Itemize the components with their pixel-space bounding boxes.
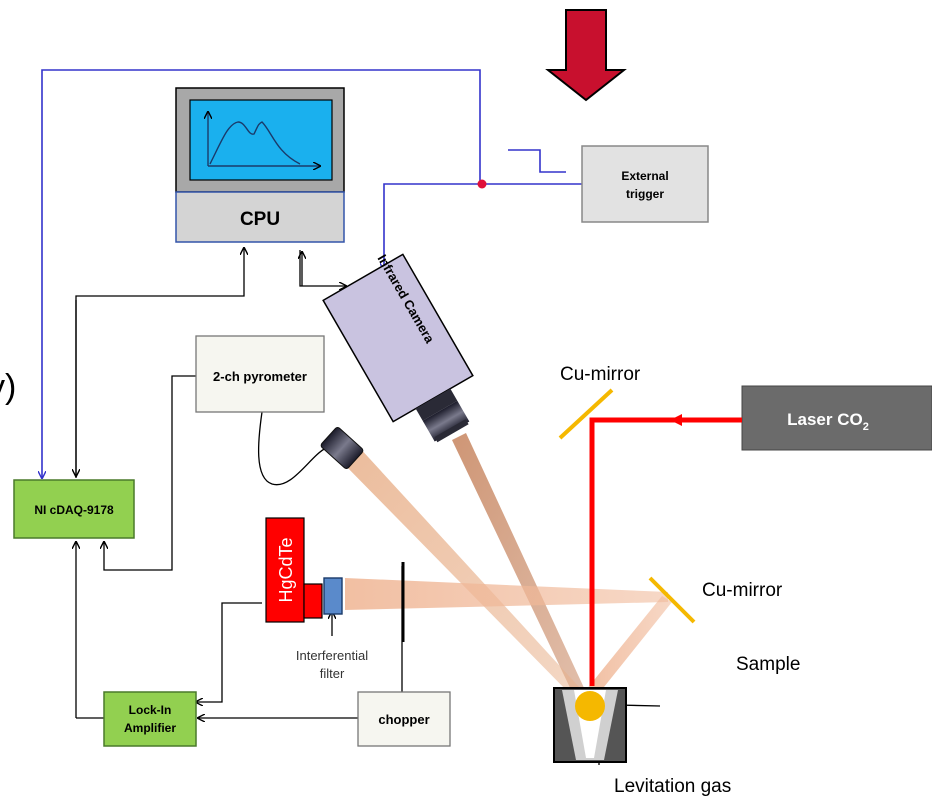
mirror-to-sample-beam <box>586 596 672 692</box>
incoming-arrow-icon <box>545 9 627 102</box>
external-trigger-box: External trigger <box>581 145 709 223</box>
cpu-label: CPU <box>240 209 280 230</box>
sample-label: Sample <box>736 654 800 675</box>
sample-sphere <box>575 691 605 721</box>
monitor-screen <box>189 99 333 181</box>
cu-mirror-top <box>558 388 614 440</box>
laser-beam <box>589 414 742 686</box>
external-trigger-label: External <box>621 169 668 183</box>
cu-mirror-right-label: Cu-mirror <box>702 580 783 601</box>
screen-plot-icon <box>208 112 320 166</box>
chopper-label: chopper <box>378 712 429 727</box>
filter-label-line1: Interferential <box>296 648 368 663</box>
daq-label: NI cDAQ-9178 <box>34 503 114 517</box>
laser-co2-box: Laser CO2 <box>741 385 932 451</box>
camera-view-cone <box>452 433 585 694</box>
levitator-nozzle <box>553 687 627 763</box>
lockin-amplifier-box: Lock-In Amplifier <box>103 691 197 747</box>
hgcdte-beam <box>345 578 668 610</box>
junction-dot <box>477 179 487 189</box>
laser-label-subscript: 2 <box>863 421 869 433</box>
interferential-filter <box>323 577 343 615</box>
infrared-camera: Infrared Camera <box>322 252 474 443</box>
pyrometer-label: 2-ch pyrometer <box>213 369 307 384</box>
pyrometer-box: 2-ch pyrometer <box>195 335 325 413</box>
external-trigger-label-2: trigger <box>626 187 664 201</box>
trigger-pulse-icon <box>508 149 566 173</box>
detector-label: HgCdTe <box>276 537 296 602</box>
optical-beams <box>338 433 672 694</box>
cu-mirror-top-label: Cu-mirror <box>560 364 641 385</box>
cpu-monitor: CPU <box>175 87 345 243</box>
trigger-wiring <box>42 69 582 478</box>
laser-label: Laser CO2 <box>787 410 869 433</box>
pyrometer-view-cone <box>338 446 580 694</box>
laser-label-main: Laser CO <box>787 410 863 429</box>
cu-mirror-right <box>648 576 696 624</box>
chopper-box: chopper <box>357 691 451 747</box>
lockin-label-line2: Amplifier <box>124 721 176 735</box>
camera-lens <box>415 388 458 421</box>
filter-label-line2: filter <box>320 666 345 681</box>
hgcdte-detector: HgCdTe <box>265 517 343 623</box>
lockin-label-line1: Lock-In <box>129 703 172 717</box>
edge-text-fragment: y) <box>0 368 16 406</box>
pyrometer-fiber <box>257 411 327 486</box>
pyrometer-head <box>320 427 364 469</box>
ni-cdaq-box: NI cDAQ-9178 <box>13 479 135 539</box>
levitation-gas-label: Levitation gas <box>614 776 731 797</box>
